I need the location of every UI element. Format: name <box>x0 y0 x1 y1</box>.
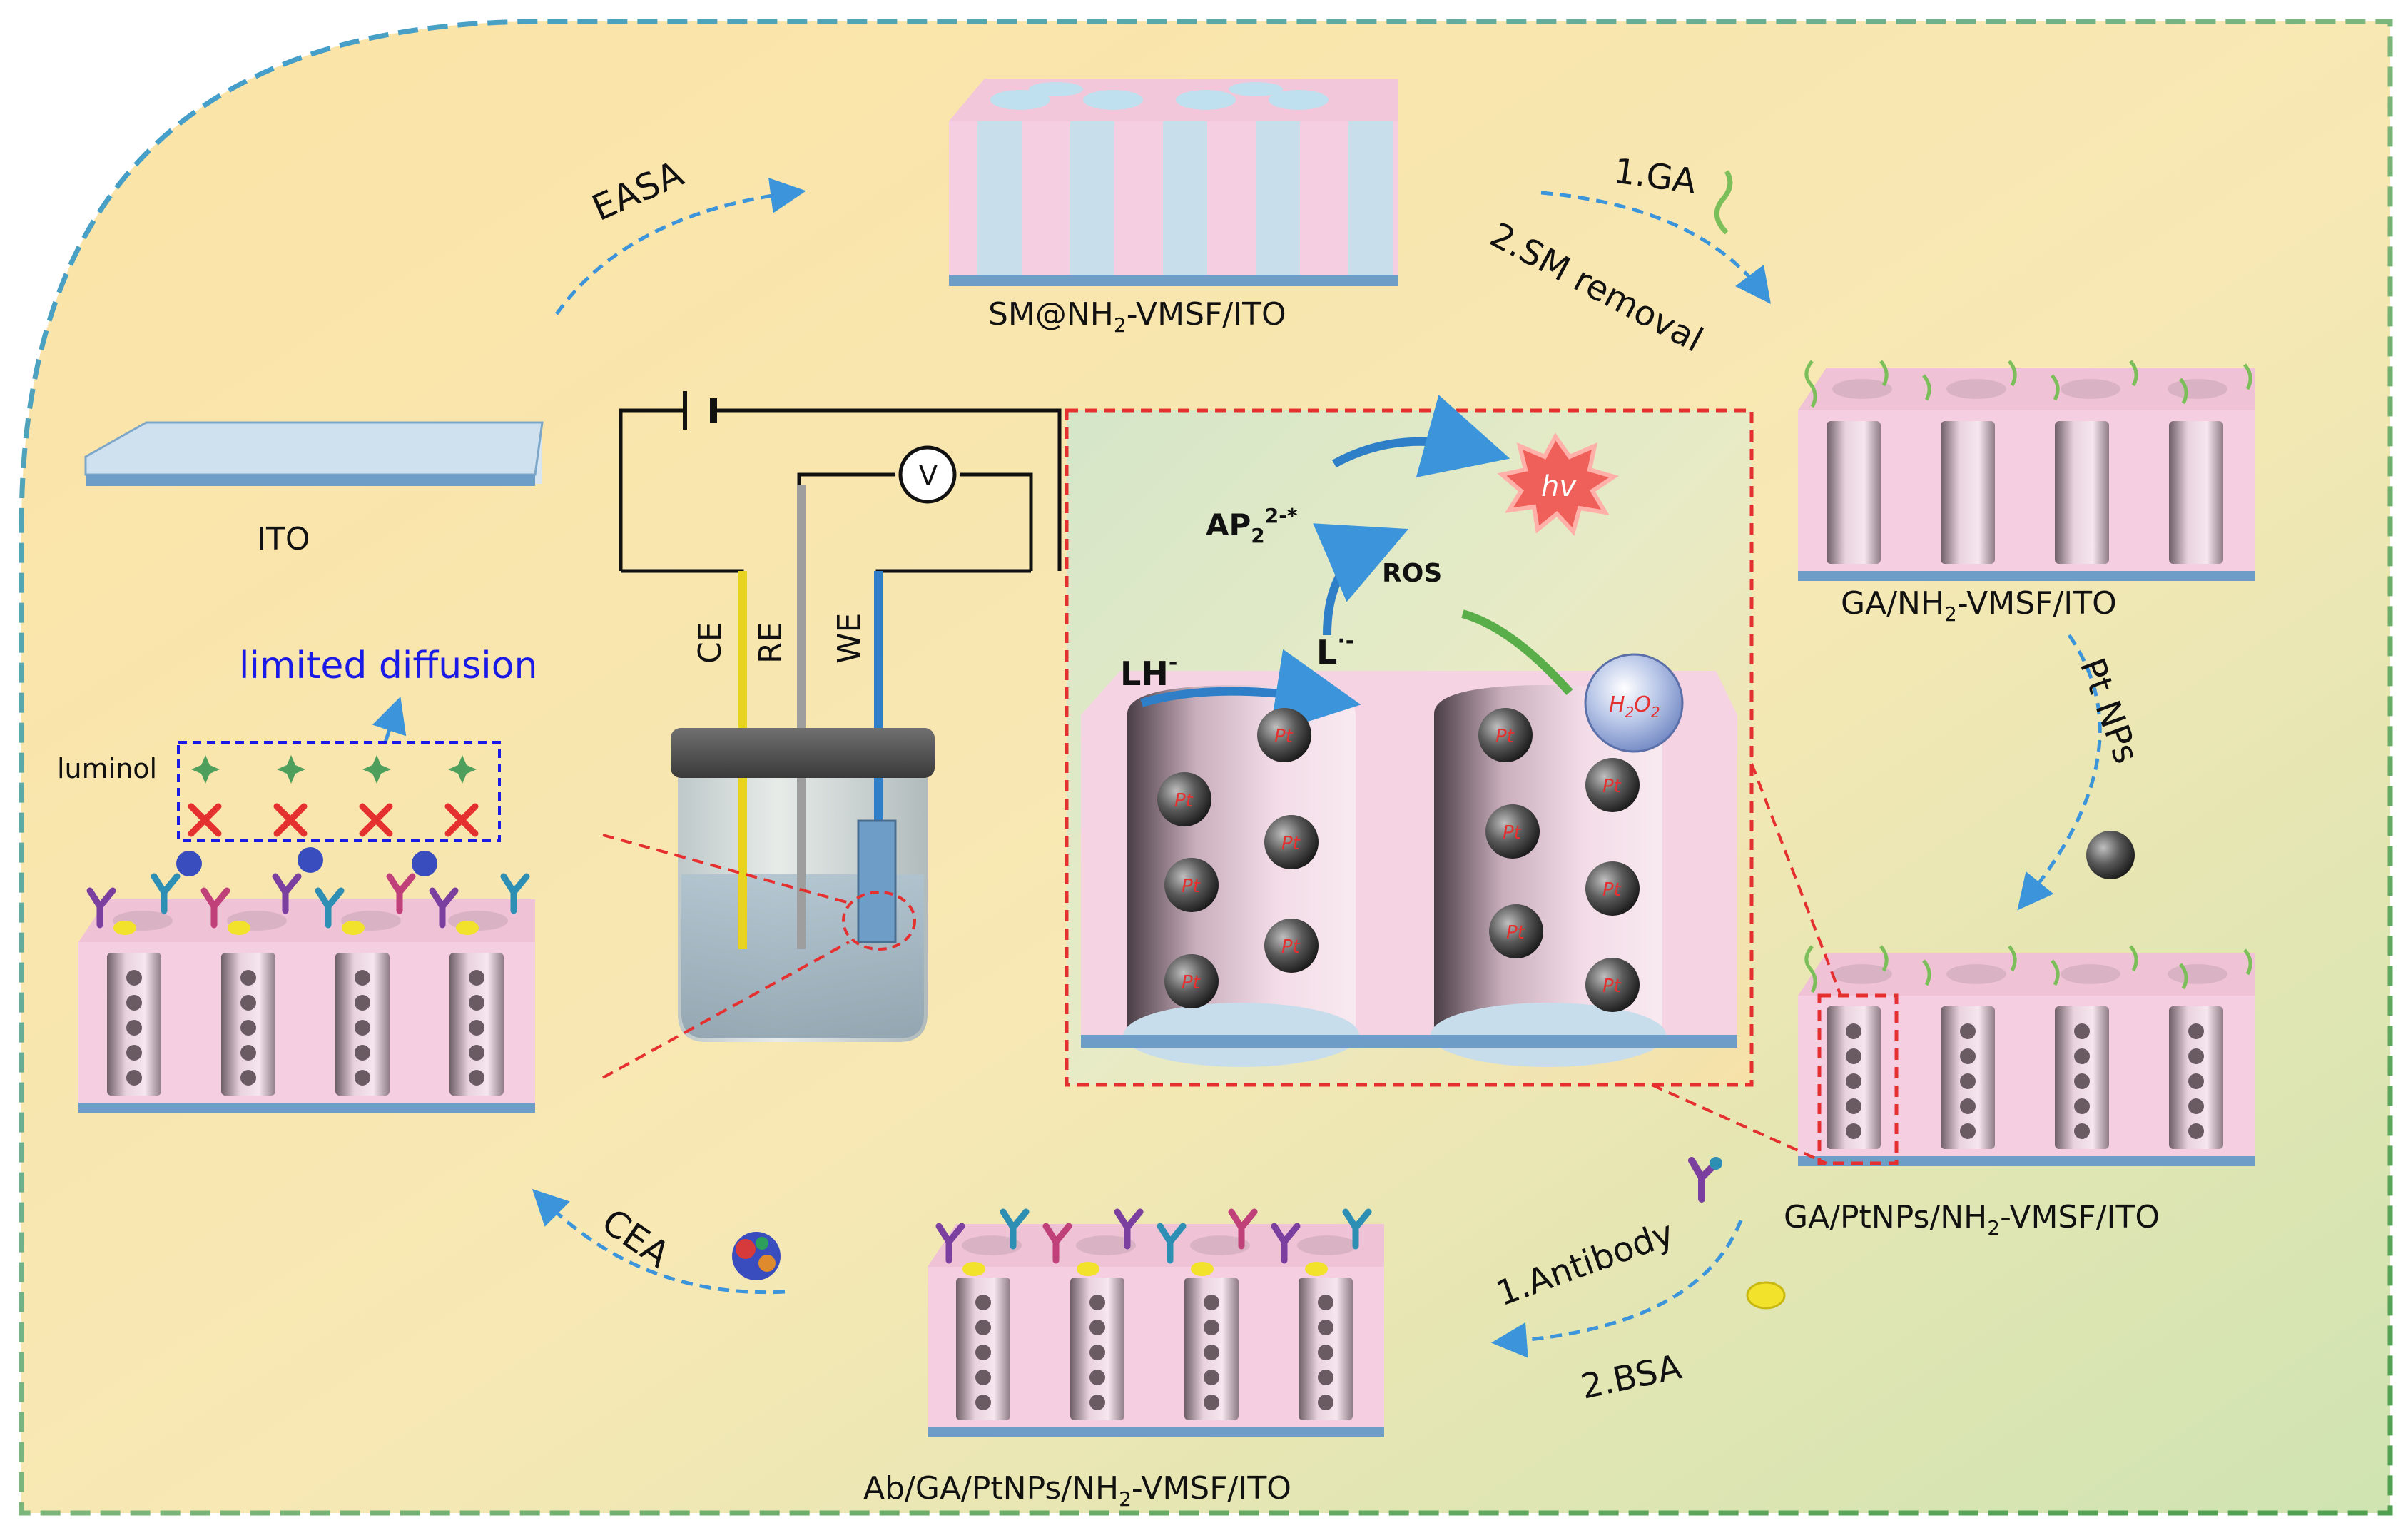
sm-vmsf-label: SM@NH2-VMSF/ITO <box>988 296 1286 337</box>
diffusion-up-arrow <box>372 697 407 743</box>
zoom-highlight-box <box>1817 993 1899 1165</box>
electrode-zoom-circle <box>842 891 916 951</box>
l-radical-label: L·- <box>1316 629 1354 672</box>
antibody-icon <box>1688 1157 1722 1203</box>
easa-arrow <box>554 178 806 315</box>
bsa-icon <box>1746 1281 1786 1310</box>
zoom-line-left-bottom <box>602 941 850 1079</box>
electrochemical-cell: V <box>619 391 1062 1042</box>
ce-label: CE <box>692 622 728 664</box>
ga-pt-vmsf-block <box>1798 945 2255 1166</box>
pt-text-6: Pt <box>1182 972 1201 993</box>
we-label: WE <box>831 613 868 664</box>
pt-text-7: Pt <box>1495 726 1515 747</box>
pt-nanoparticle-icon <box>2086 831 2135 879</box>
luminol-molecule-icons <box>191 755 477 784</box>
luminol-blocked-box <box>177 741 501 842</box>
pt-text-5: Pt <box>1281 936 1301 958</box>
cea-arrow <box>532 1188 786 1295</box>
light-emission-burst <box>1497 432 1620 537</box>
ga-removal-arrow <box>1540 191 1772 304</box>
ap-label: AP22-* <box>1206 504 1298 547</box>
pt-text-12: Pt <box>1602 976 1622 997</box>
ito-plate <box>84 421 544 486</box>
zoom-line-left-top <box>602 834 850 904</box>
ito-label: ITO <box>257 521 310 557</box>
pt-text-11: Pt <box>1506 922 1525 943</box>
pt-text-4: Pt <box>1182 876 1201 897</box>
pt-text-3: Pt <box>1281 833 1301 854</box>
blocked-cross-icons <box>188 803 479 837</box>
re-label: RE <box>753 622 789 664</box>
ga-vmsf-label: GA/NH2-VMSF/ITO <box>1841 585 2117 626</box>
pt-text-8: Pt <box>1602 776 1622 797</box>
cea-protein-icon <box>732 1232 781 1280</box>
ab-pt-vmsf-label: Ab/GA/PtNPs/NH2-VMSF/ITO <box>863 1470 1291 1511</box>
ab-pt-vmsf-block <box>928 1208 1384 1437</box>
h2o2-bubble-icon <box>1584 653 1684 753</box>
voltmeter-icon <box>898 445 957 504</box>
ga-pt-vmsf-label: GA/PtNPs/NH2-VMSF/ITO <box>1784 1199 2160 1240</box>
zoom-line-right-bottom <box>1651 1083 1827 1165</box>
lh-label: LH- <box>1120 650 1177 693</box>
luminol-label: luminol <box>57 753 157 784</box>
ga-linker-icon <box>1714 170 1733 235</box>
limited-diffusion-label: limited diffusion <box>239 644 537 687</box>
detection-block <box>78 847 535 1113</box>
pt-particle-labels: Pt Pt Pt Pt Pt Pt Pt Pt Pt Pt Pt Pt <box>1174 726 1622 997</box>
sm-vmsf-block <box>949 79 1398 286</box>
voltmeter-label: V <box>919 460 938 492</box>
pt-text-9: Pt <box>1503 822 1522 844</box>
ros-label: ROS <box>1382 559 1442 588</box>
hv-label: hv <box>1541 470 1577 503</box>
zoom-line-right-top <box>1750 763 1842 996</box>
antibody-bsa-arrow <box>1491 1220 1743 1358</box>
pt-text-1: Pt <box>1274 726 1294 747</box>
ga-vmsf-block <box>1798 360 2255 581</box>
pt-text-2: Pt <box>1174 790 1194 811</box>
pt-text-10: Pt <box>1602 879 1622 901</box>
pt-nanoparticles <box>1157 708 1640 1012</box>
h2o2-label: H2O2 <box>1609 692 1660 721</box>
